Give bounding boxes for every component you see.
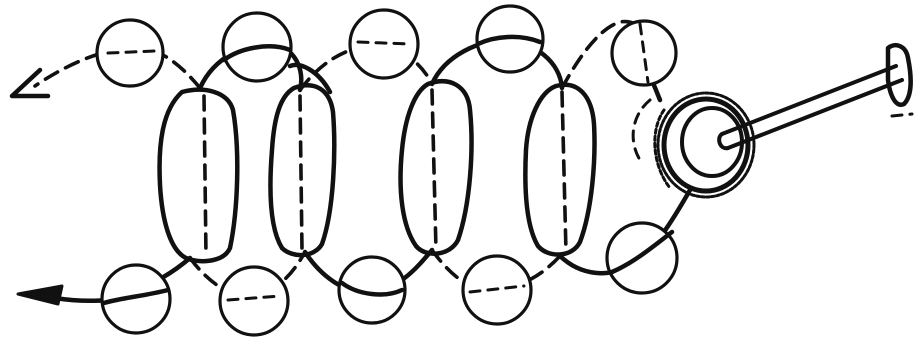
bottom-bead-row [102, 223, 677, 335]
long-bead [270, 85, 334, 255]
long-bead [525, 85, 594, 255]
long-bead [401, 81, 472, 253]
arrowhead-icon [18, 286, 62, 304]
long-bead-row [160, 81, 595, 261]
long-bead [160, 90, 238, 261]
arrowhead-icon [12, 70, 48, 96]
round-bead [339, 257, 405, 323]
